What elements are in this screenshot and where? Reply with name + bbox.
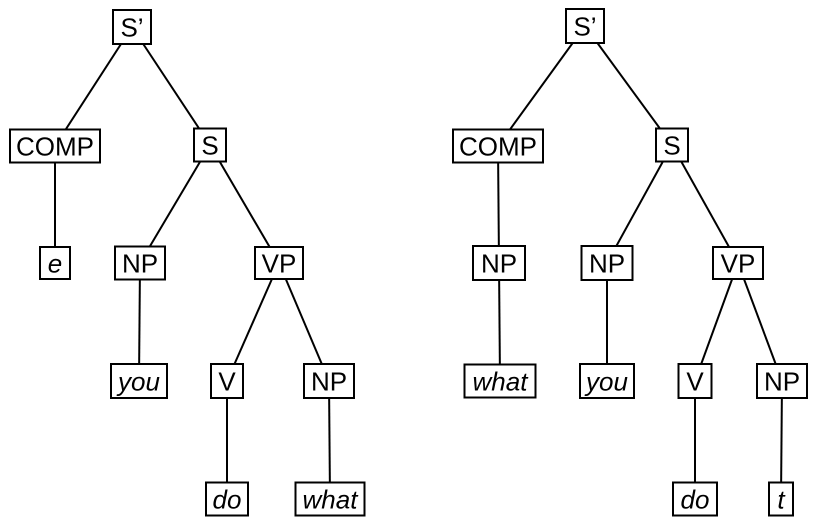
edge-right-vp-v bbox=[694, 262, 739, 382]
node-right-you: you bbox=[579, 363, 635, 399]
node-box bbox=[756, 363, 808, 399]
node-box bbox=[655, 127, 689, 163]
node-box bbox=[114, 245, 166, 281]
node-box bbox=[712, 246, 764, 280]
edge-left-sbar-comp bbox=[54, 26, 133, 147]
node-box bbox=[580, 245, 634, 281]
edge-right-np-comp-what bbox=[498, 262, 501, 382]
node-box bbox=[565, 8, 605, 44]
node-label: what bbox=[303, 484, 360, 514]
node-right-v: V bbox=[677, 363, 713, 399]
node-left-vp: VP bbox=[254, 246, 304, 280]
node-label: S bbox=[663, 130, 680, 160]
node-left-comp: COMP bbox=[9, 128, 101, 164]
node-label: COMP bbox=[16, 131, 94, 161]
edge-right-s-vp bbox=[671, 144, 739, 264]
node-label: NP bbox=[589, 248, 625, 278]
node-label: S’ bbox=[120, 12, 143, 42]
edge-left-sbar-s bbox=[131, 26, 211, 146]
edge-left-s-np-subj bbox=[139, 144, 211, 264]
node-label: e bbox=[48, 248, 62, 278]
node-box bbox=[672, 481, 718, 517]
node-left-what: what bbox=[294, 481, 366, 517]
node-box bbox=[463, 363, 537, 399]
node-box bbox=[110, 363, 168, 399]
node-label: S’ bbox=[573, 11, 596, 41]
node-right-t: t bbox=[768, 481, 794, 517]
node-label: NP bbox=[481, 248, 517, 278]
node-label: VP bbox=[721, 248, 756, 278]
node-label: do bbox=[681, 484, 710, 514]
edge-right-sbar-s bbox=[584, 25, 673, 146]
node-left-np-obj: NP bbox=[303, 363, 355, 399]
node-right-sbar: S’ bbox=[565, 8, 605, 44]
node-box bbox=[303, 363, 355, 399]
node-label: VP bbox=[262, 248, 297, 278]
edge-right-vp-np-obj bbox=[737, 262, 783, 382]
node-box bbox=[205, 481, 249, 517]
node-label: you bbox=[584, 366, 628, 396]
node-right-do: do bbox=[672, 481, 718, 517]
edge-left-np-obj-what bbox=[328, 380, 331, 500]
node-label: you bbox=[116, 366, 160, 396]
node-label: NP bbox=[764, 366, 800, 396]
node-right-vp: VP bbox=[712, 246, 764, 280]
node-label: what bbox=[473, 366, 530, 396]
node-box bbox=[452, 128, 544, 164]
node-box bbox=[254, 246, 304, 280]
edge-left-vp-np-obj bbox=[278, 262, 330, 382]
edge-left-s-vp bbox=[209, 144, 280, 264]
edge-right-np-obj-t bbox=[780, 380, 783, 500]
node-label: COMP bbox=[459, 131, 537, 161]
edge-left-np-subj-you bbox=[138, 262, 141, 382]
node-box bbox=[39, 246, 71, 280]
node-box bbox=[768, 481, 794, 517]
edge-right-s-np-subj bbox=[606, 144, 673, 264]
node-box bbox=[210, 363, 244, 399]
node-box bbox=[193, 127, 227, 163]
node-box bbox=[579, 363, 635, 399]
edge-right-comp-np-comp bbox=[497, 145, 500, 264]
node-label: V bbox=[218, 366, 236, 396]
node-box bbox=[677, 363, 713, 399]
node-label: V bbox=[686, 366, 704, 396]
node-right-np-obj: NP bbox=[756, 363, 808, 399]
node-right-s: S bbox=[655, 127, 689, 163]
node-label: S bbox=[201, 130, 218, 160]
node-right-comp: COMP bbox=[452, 128, 544, 164]
node-left-v: V bbox=[210, 363, 244, 399]
node-label: NP bbox=[122, 248, 158, 278]
node-box bbox=[472, 245, 526, 281]
node-left-do: do bbox=[205, 481, 249, 517]
node-right-what: what bbox=[463, 363, 537, 399]
node-left-sbar: S’ bbox=[112, 9, 152, 45]
node-left-s: S bbox=[193, 127, 227, 163]
node-right-np-comp: NP bbox=[472, 245, 526, 281]
node-label: t bbox=[777, 484, 786, 514]
node-box bbox=[112, 9, 152, 45]
node-right-np-subj: NP bbox=[580, 245, 634, 281]
node-box bbox=[9, 128, 101, 164]
node-left-you: you bbox=[110, 363, 168, 399]
node-box bbox=[294, 481, 366, 517]
node-label: NP bbox=[311, 366, 347, 396]
tree-right: S’ COMP S NP NP VP what you V NP do t bbox=[452, 8, 808, 517]
edge-right-sbar-comp bbox=[497, 25, 586, 147]
node-left-e: e bbox=[39, 246, 71, 280]
node-left-np-subj: NP bbox=[114, 245, 166, 281]
node-label: do bbox=[213, 484, 242, 514]
edge-left-vp-v bbox=[226, 262, 280, 382]
